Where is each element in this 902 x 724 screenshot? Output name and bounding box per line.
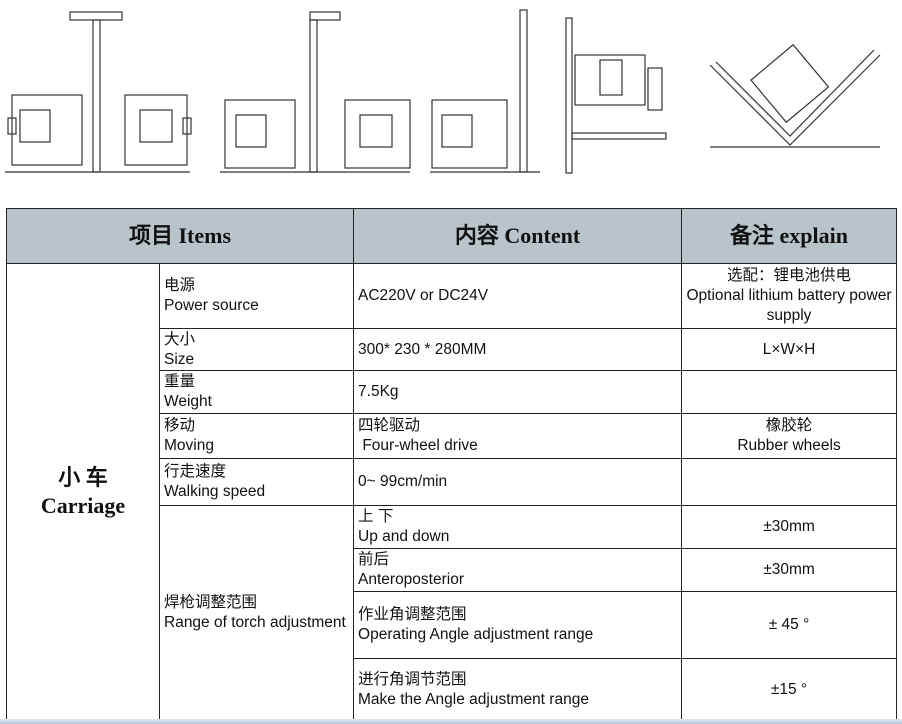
header-explain: 备注 explain xyxy=(681,208,898,264)
header-items: 项目 Items xyxy=(5,208,355,264)
v-groove-drawing xyxy=(709,43,881,148)
explain-en: Optional lithium battery power supply xyxy=(686,287,892,324)
item-en: Moving xyxy=(164,437,214,454)
item-en: Size xyxy=(164,350,195,368)
content-cn: 四轮驱动 xyxy=(358,417,421,434)
content-cn: 上 下 xyxy=(358,508,394,525)
overhead-drawing xyxy=(565,17,667,174)
content-cn: 进行角调节范围 xyxy=(358,670,467,688)
table-row: 前后 Anteroposterior ±30mm xyxy=(7,548,898,592)
table-header: 项目 Items 内容 Content 备注 explain xyxy=(5,208,898,264)
content-cell: 前后 Anteroposterior xyxy=(353,548,683,592)
content-cell: 上 下 Up and down xyxy=(353,505,683,549)
item-cn: 大小 xyxy=(164,330,196,348)
explain-cn: 选配：锂电池供电 xyxy=(727,267,852,284)
content-en: Anteroposterior xyxy=(358,571,464,588)
content-cell: AC220V or DC24V xyxy=(353,263,683,329)
content-cell: 作业角调整范围 Operating Angle adjustment range xyxy=(353,591,683,659)
explain-cell: L×W×H xyxy=(681,328,898,371)
item-cell: 行走速度 Walking speed xyxy=(158,458,355,506)
table-row: 移动 Moving 四轮驱动 Four-wheel drive 橡胶轮 Rubber… xyxy=(7,413,898,459)
explain-cell: ± 45 ° xyxy=(681,591,898,659)
content-cell: 0~ 99cm/min xyxy=(353,458,683,506)
content-en: Make the Angle adjustment range xyxy=(358,690,589,708)
corner-drawing xyxy=(220,11,411,173)
item-en: Power source xyxy=(164,297,259,314)
item-cell: 电源 Power source xyxy=(158,263,355,329)
item-cn: 电源 xyxy=(164,277,196,294)
item-cn: 行走速度 xyxy=(164,463,227,480)
content-en: Operating Angle adjustment range xyxy=(358,626,594,643)
content-cell: 7.5Kg xyxy=(353,370,683,414)
explain-cell xyxy=(681,458,898,506)
torch-group-en: Range of torch adjustment xyxy=(164,614,346,631)
explain-cell: ±30mm xyxy=(681,548,898,592)
header-content: 内容 Content xyxy=(353,208,683,264)
bottom-border xyxy=(0,719,902,724)
category-en: Carriage xyxy=(40,493,126,518)
content-en: Up and down xyxy=(358,528,450,545)
category-cell: 小 车 Carriage xyxy=(6,263,160,721)
table-row: 重量 Weight 7.5Kg xyxy=(7,370,898,414)
explain-cell: ±30mm xyxy=(681,505,898,549)
explain-en: Rubber wheels xyxy=(737,437,841,454)
explain-cell xyxy=(681,370,898,414)
spec-table: 项目 Items 内容 Content 备注 explain 小 车 Carria… xyxy=(5,208,898,721)
item-cn: 重量 xyxy=(164,373,196,390)
content-cell: 300* 230 * 280MM xyxy=(353,328,683,371)
content-cell: 进行角调节范围 Make the Angle adjustment range xyxy=(353,658,683,721)
content-cn: 前后 xyxy=(358,551,390,568)
table-row: 进行角调节范围 Make the Angle adjustment range ±… xyxy=(7,658,898,721)
content-cn: 作业角调整范围 xyxy=(358,606,467,623)
vertical-wall-drawing xyxy=(430,9,540,173)
item-en: Weight xyxy=(164,393,212,410)
item-en: Walking speed xyxy=(164,483,266,500)
carriage-position-drawings xyxy=(5,9,881,174)
item-cell: 大小 Size xyxy=(158,328,355,371)
torch-group-cell: 焊枪调整范围 Range of torch adjustment xyxy=(158,505,355,721)
explain-cn: 橡胶轮 xyxy=(765,417,813,434)
t-joint-drawing xyxy=(5,11,192,173)
explain-cell: 选配：锂电池供电 Optional lithium battery power s… xyxy=(681,263,898,329)
table-row: 焊枪调整范围 Range of torch adjustment 上 下 Up an… xyxy=(7,505,898,721)
torch-group-cn: 焊枪调整范围 xyxy=(164,594,258,611)
item-cell: 移动 Moving xyxy=(158,413,355,459)
item-cn: 移动 xyxy=(164,417,196,434)
explain-cell: ±15 ° xyxy=(681,658,898,721)
content-en: Four-wheel drive xyxy=(362,437,478,454)
item-cell: 重量 Weight xyxy=(158,370,355,414)
content-cell: 四轮驱动 Four-wheel drive xyxy=(353,413,683,459)
table-row: 行走速度 Walking speed 0~ 99cm/min xyxy=(7,458,898,506)
explain-cell: 橡胶轮 Rubber wheels xyxy=(681,413,898,459)
table-row: 小 车 Carriage 电源 Power source AC220V or DC2… xyxy=(6,263,898,721)
table-row: 大小 Size 300* 230 * 280MM L×W×H xyxy=(7,328,898,371)
category-cn: 小 车 xyxy=(58,465,108,490)
